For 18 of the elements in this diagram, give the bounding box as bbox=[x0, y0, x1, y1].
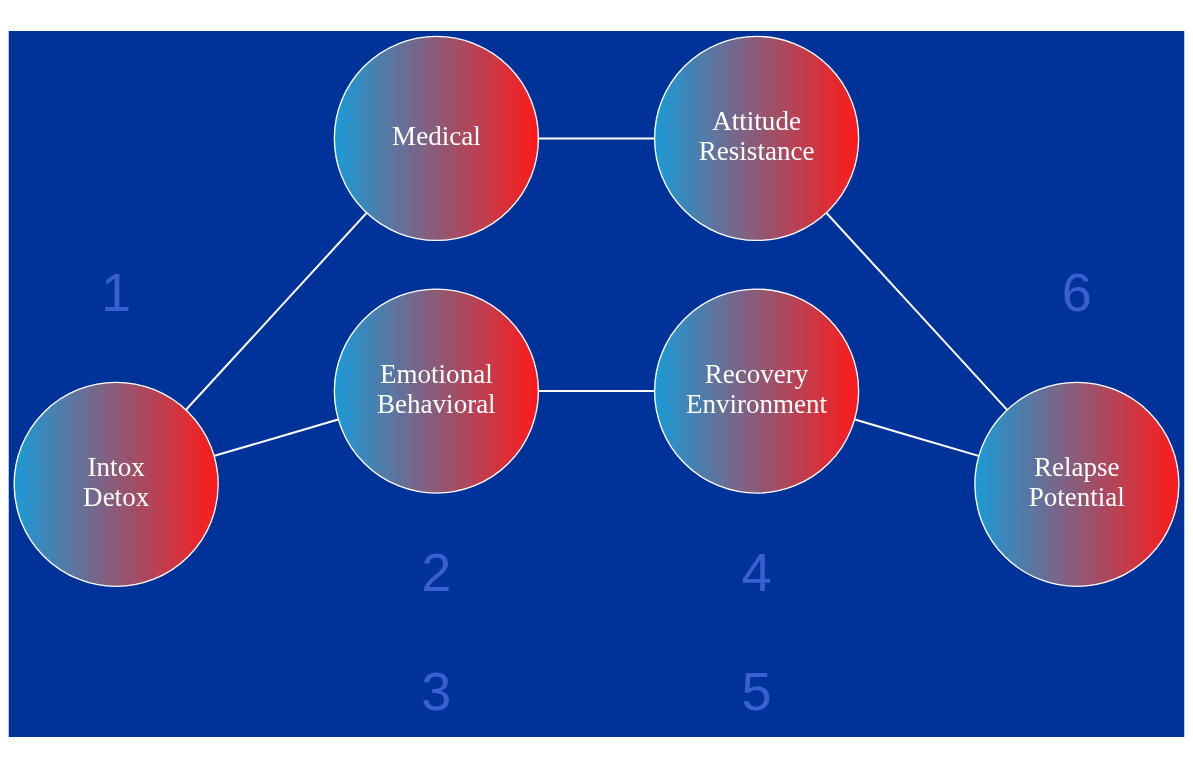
node-circle: Relapse Potential bbox=[974, 381, 1180, 587]
node-circle: Attitude Resistance bbox=[653, 35, 860, 242]
connector bbox=[854, 418, 979, 457]
label: 1 bbox=[101, 262, 132, 323]
connector bbox=[214, 418, 339, 457]
label: 5 bbox=[741, 660, 772, 721]
connector bbox=[538, 137, 655, 140]
label: 6 bbox=[1061, 262, 1092, 323]
label: 2 bbox=[421, 542, 452, 603]
node-circle: Intox Detox bbox=[13, 381, 219, 587]
label: 4 bbox=[741, 542, 772, 603]
connector bbox=[538, 390, 655, 393]
node-circle: Emotional Behavioral bbox=[333, 288, 540, 494]
node-circle: Medical bbox=[333, 35, 540, 242]
connector bbox=[185, 212, 368, 411]
label: 3 bbox=[421, 660, 452, 721]
connector bbox=[825, 212, 1008, 411]
node-circle: Recovery Environment bbox=[653, 288, 860, 494]
